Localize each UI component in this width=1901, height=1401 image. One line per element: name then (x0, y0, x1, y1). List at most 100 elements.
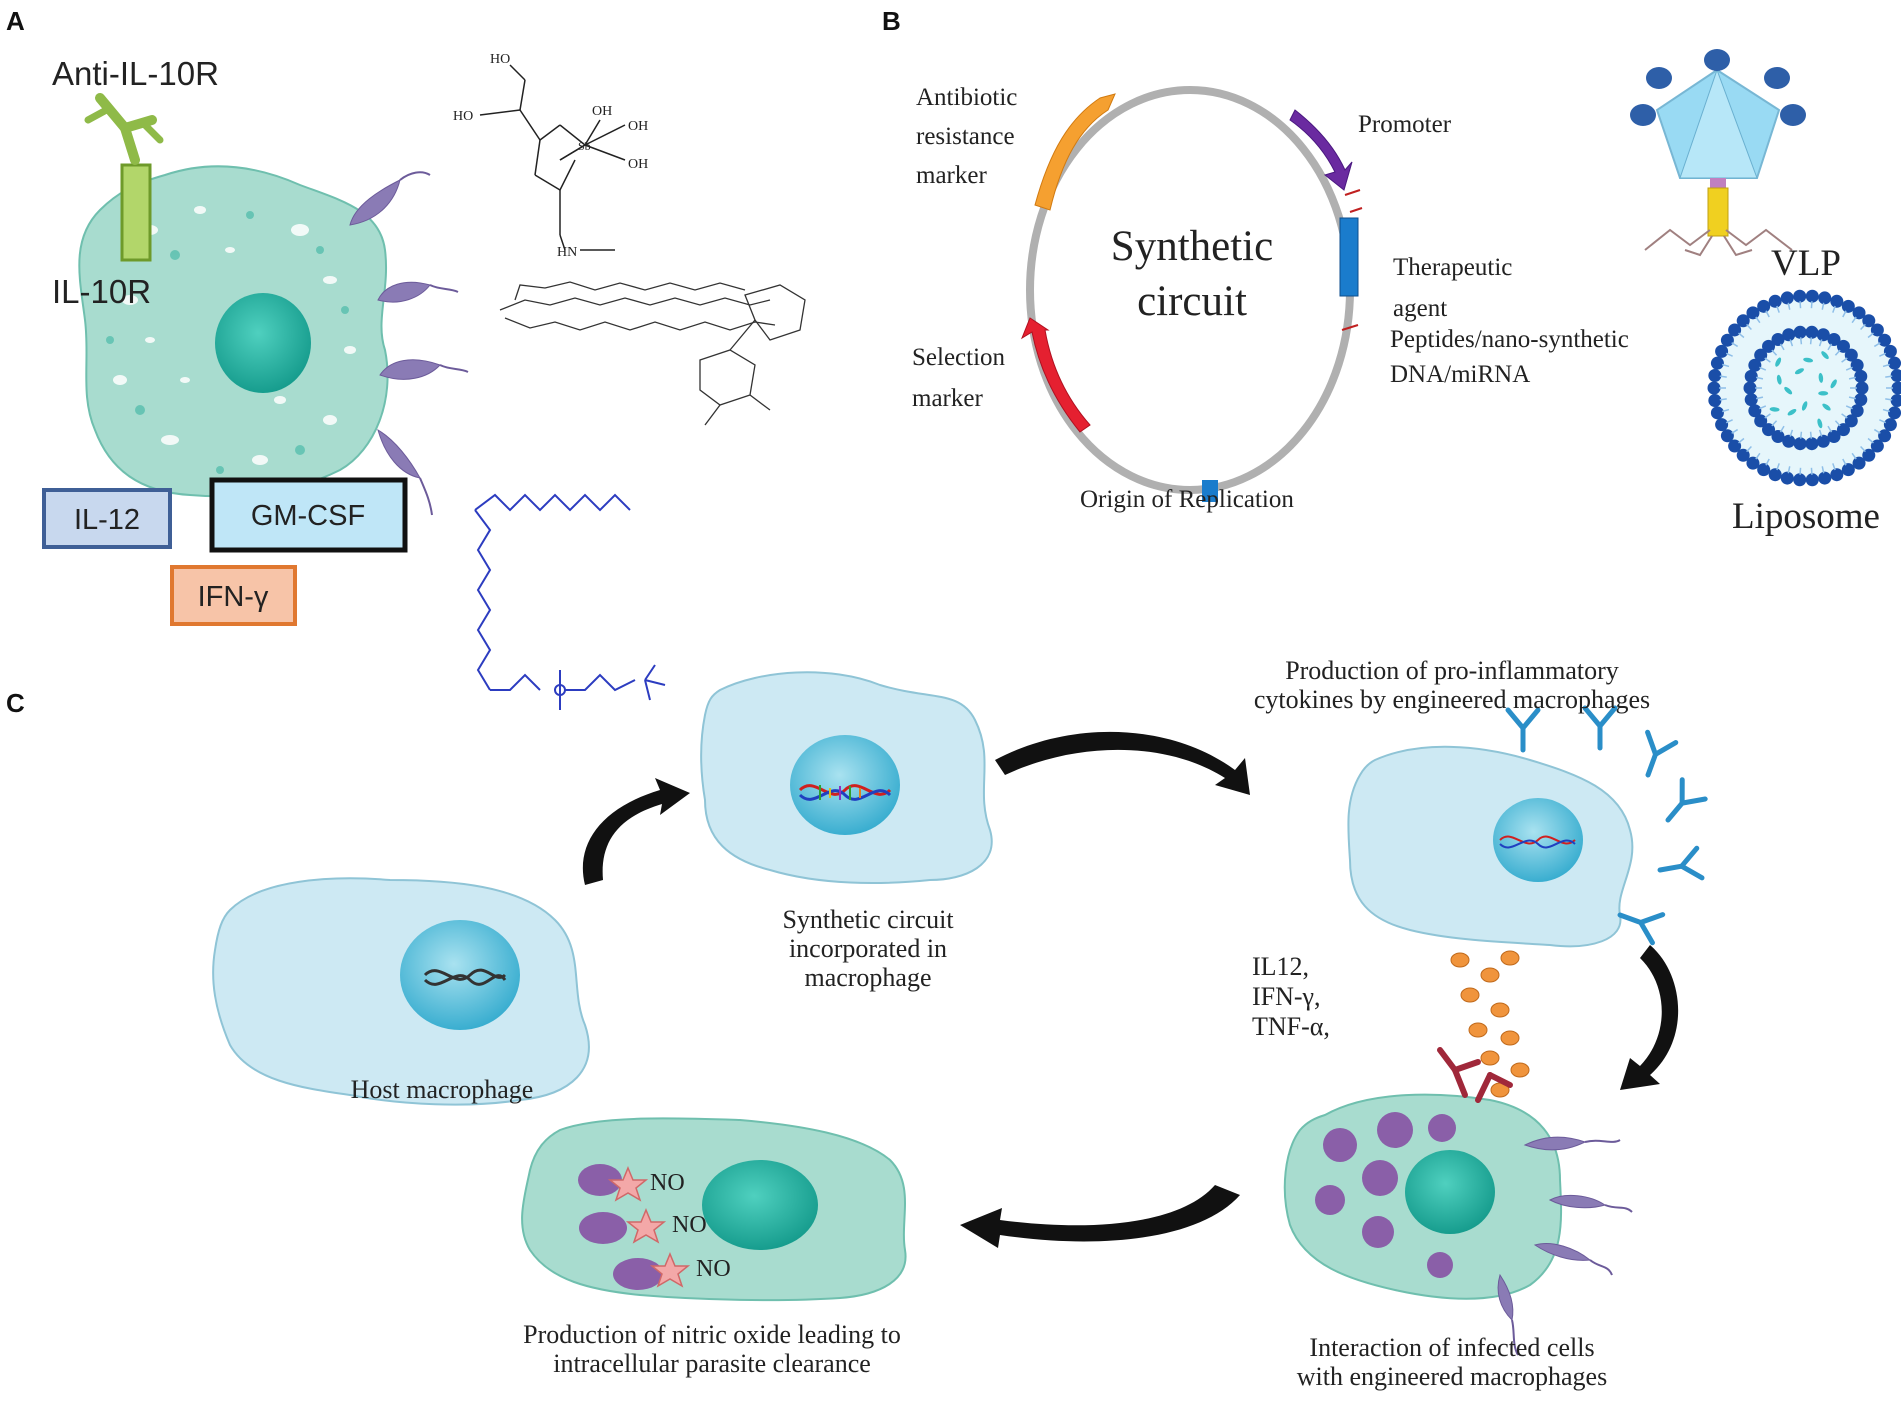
lipid-head (1854, 369, 1868, 383)
lipid-head (1855, 381, 1869, 395)
il12-label: IL-12 (74, 504, 140, 536)
infected-cell-receptor (1437, 1047, 1513, 1103)
panel-b-letter: B (882, 6, 901, 36)
lipid-head (1757, 463, 1771, 477)
lipid-head (1830, 468, 1844, 482)
lipid-head (1888, 406, 1901, 420)
antibiotic-label-2: resistance (916, 123, 1015, 150)
restriction-sites (1341, 189, 1363, 331)
lipid-tail (1867, 437, 1874, 444)
lipid-head (1805, 289, 1819, 303)
anti-il10r-antibody (84, 93, 164, 165)
lipid-head (1782, 328, 1796, 342)
circuit-title-line2: circuit (1137, 278, 1247, 325)
lipid-head (1870, 323, 1884, 337)
lipid-tail (1885, 398, 1893, 401)
lipid-tail (1722, 408, 1730, 413)
liposome-cargo (1801, 401, 1808, 411)
panel-b: B Synthetic circuit Antibiotic resistanc… (882, 6, 1901, 537)
lipid-tail (1764, 413, 1771, 419)
therapeutic-label-2: agent (1393, 295, 1447, 322)
host-macrophage-cell (212, 877, 590, 1106)
lipid-tail (1787, 466, 1791, 474)
cytokine-dot (1450, 952, 1470, 968)
lipid-tail (1789, 339, 1794, 347)
liposome-cargo (1822, 403, 1831, 411)
liposome-cargo (1769, 407, 1780, 412)
lipid-head (1850, 404, 1864, 418)
lipid-head (1748, 404, 1762, 418)
chem-sb: Sb (578, 139, 591, 153)
arrow-synthetic-to-engineered (995, 731, 1250, 795)
lipid-head (1728, 323, 1742, 337)
lipid-tail (1731, 342, 1739, 348)
lipid-head (1746, 456, 1760, 470)
lipid-tail (1827, 343, 1833, 351)
lipid-tail (1725, 419, 1733, 424)
chem-labels: HO HO OH OH OH Sb HN (453, 52, 648, 260)
lipid-tail (1818, 339, 1823, 347)
peptides-label-2: DNA/miRNA (1390, 361, 1530, 388)
lipid-tail (1764, 357, 1771, 363)
cytokine-dot (1490, 1002, 1510, 1018)
lipid-tail (1845, 366, 1853, 371)
no-producing-macrophage (521, 1117, 907, 1302)
antibody-y (1645, 729, 1679, 778)
lipid-head (1708, 368, 1722, 382)
chem-ho-2: HO (453, 109, 473, 124)
cytokine-dot (1480, 967, 1500, 983)
cytokine-label-2: IFN-γ, (1252, 982, 1321, 1011)
lipid-head (1816, 434, 1830, 448)
gmcsf-label: GM-CSF (251, 500, 365, 532)
production-label-2: cytokines by engineered macrophages (1254, 685, 1650, 714)
antibody-y (1665, 777, 1708, 823)
lipid-tail (1841, 357, 1848, 363)
lipid-tail (1746, 445, 1752, 453)
ifng-label: IFN-γ (198, 581, 269, 613)
lipid-head (1816, 328, 1830, 342)
lipid-head (1708, 394, 1722, 408)
synthetic-circuit-cell (700, 671, 993, 884)
lipid-head (1793, 437, 1807, 451)
lipid-head (1852, 456, 1866, 470)
lipid-head (1743, 381, 1757, 395)
selection-label-2: marker (912, 385, 983, 412)
liposome-cargo (1787, 408, 1797, 416)
vlp-illustration (1630, 49, 1806, 257)
lipid-head (1830, 294, 1844, 308)
arrow-host-to-synthetic (582, 778, 690, 885)
lipid-head (1754, 348, 1768, 362)
selection-marker-segment (1020, 317, 1091, 433)
lipid-tail (1771, 420, 1778, 427)
antibody-y (1582, 705, 1618, 751)
lipid-tail (1841, 413, 1848, 419)
lipid-tail (1722, 363, 1730, 368)
liposome-cargo (1830, 379, 1837, 389)
lipid-head (1771, 429, 1785, 443)
lipid-tail (1873, 428, 1881, 434)
lipid-head (1762, 423, 1776, 437)
origin-of-replication-segment (1202, 480, 1218, 502)
lipid-head (1883, 344, 1897, 358)
antibody-y (1657, 845, 1705, 881)
lipid-tail (1755, 376, 1764, 380)
lipid-tail (1882, 408, 1890, 413)
lipid-tail (1776, 463, 1780, 471)
lipid-head (1793, 325, 1807, 339)
lipid-head (1818, 471, 1832, 485)
infected-cell (1283, 1093, 1633, 1356)
lipid-head (1715, 418, 1729, 432)
lipid-tail (1860, 323, 1866, 331)
therapeutic-agent-segment (1339, 217, 1359, 297)
lipid-head (1878, 429, 1892, 443)
lipid-head (1744, 393, 1758, 407)
interaction-label-1: Interaction of infected cells (1309, 1333, 1594, 1362)
lipid-tail (1738, 437, 1745, 444)
lipid-tail (1789, 429, 1794, 437)
lipid-head (1890, 368, 1901, 382)
lipid-tail (1867, 332, 1874, 339)
cycle-arrows (582, 731, 1679, 1248)
liposome-cargo (1775, 357, 1782, 367)
liposome-cargo (1784, 386, 1793, 395)
lipid-head (1888, 356, 1901, 370)
